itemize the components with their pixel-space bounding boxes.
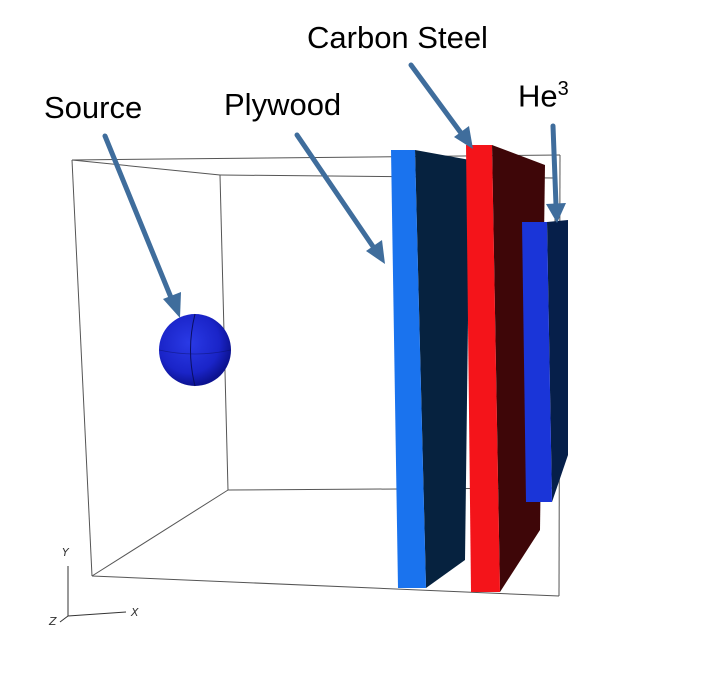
carbon-steel-front-face xyxy=(466,145,500,592)
plywood-front-face xyxy=(391,150,426,588)
axis-z-label: Z xyxy=(48,615,57,628)
axis-triad: Y X Z xyxy=(48,546,139,628)
he3-front-face xyxy=(522,222,552,502)
source-sphere xyxy=(158,313,232,387)
axis-y-label: Y xyxy=(62,546,70,559)
plywood-side-face xyxy=(415,150,470,588)
he3-detector xyxy=(522,220,568,502)
label-he3-superscript: 3 xyxy=(557,78,569,100)
pointer-arrows xyxy=(102,62,566,318)
plywood-arrow xyxy=(294,132,385,264)
he3-arrow xyxy=(546,123,566,223)
label-he3: He3 xyxy=(518,78,569,114)
label-plywood: Plywood xyxy=(224,87,342,122)
label-source: Source xyxy=(44,90,143,125)
axis-x-label: X xyxy=(130,606,139,619)
carbon-steel-arrow xyxy=(408,62,473,149)
source-arrow xyxy=(102,133,181,318)
he3-side-face xyxy=(547,220,568,502)
plywood-slab xyxy=(391,150,470,588)
label-he3-base: He xyxy=(518,78,558,114)
label-carbon-steel: Carbon Steel xyxy=(307,20,488,55)
